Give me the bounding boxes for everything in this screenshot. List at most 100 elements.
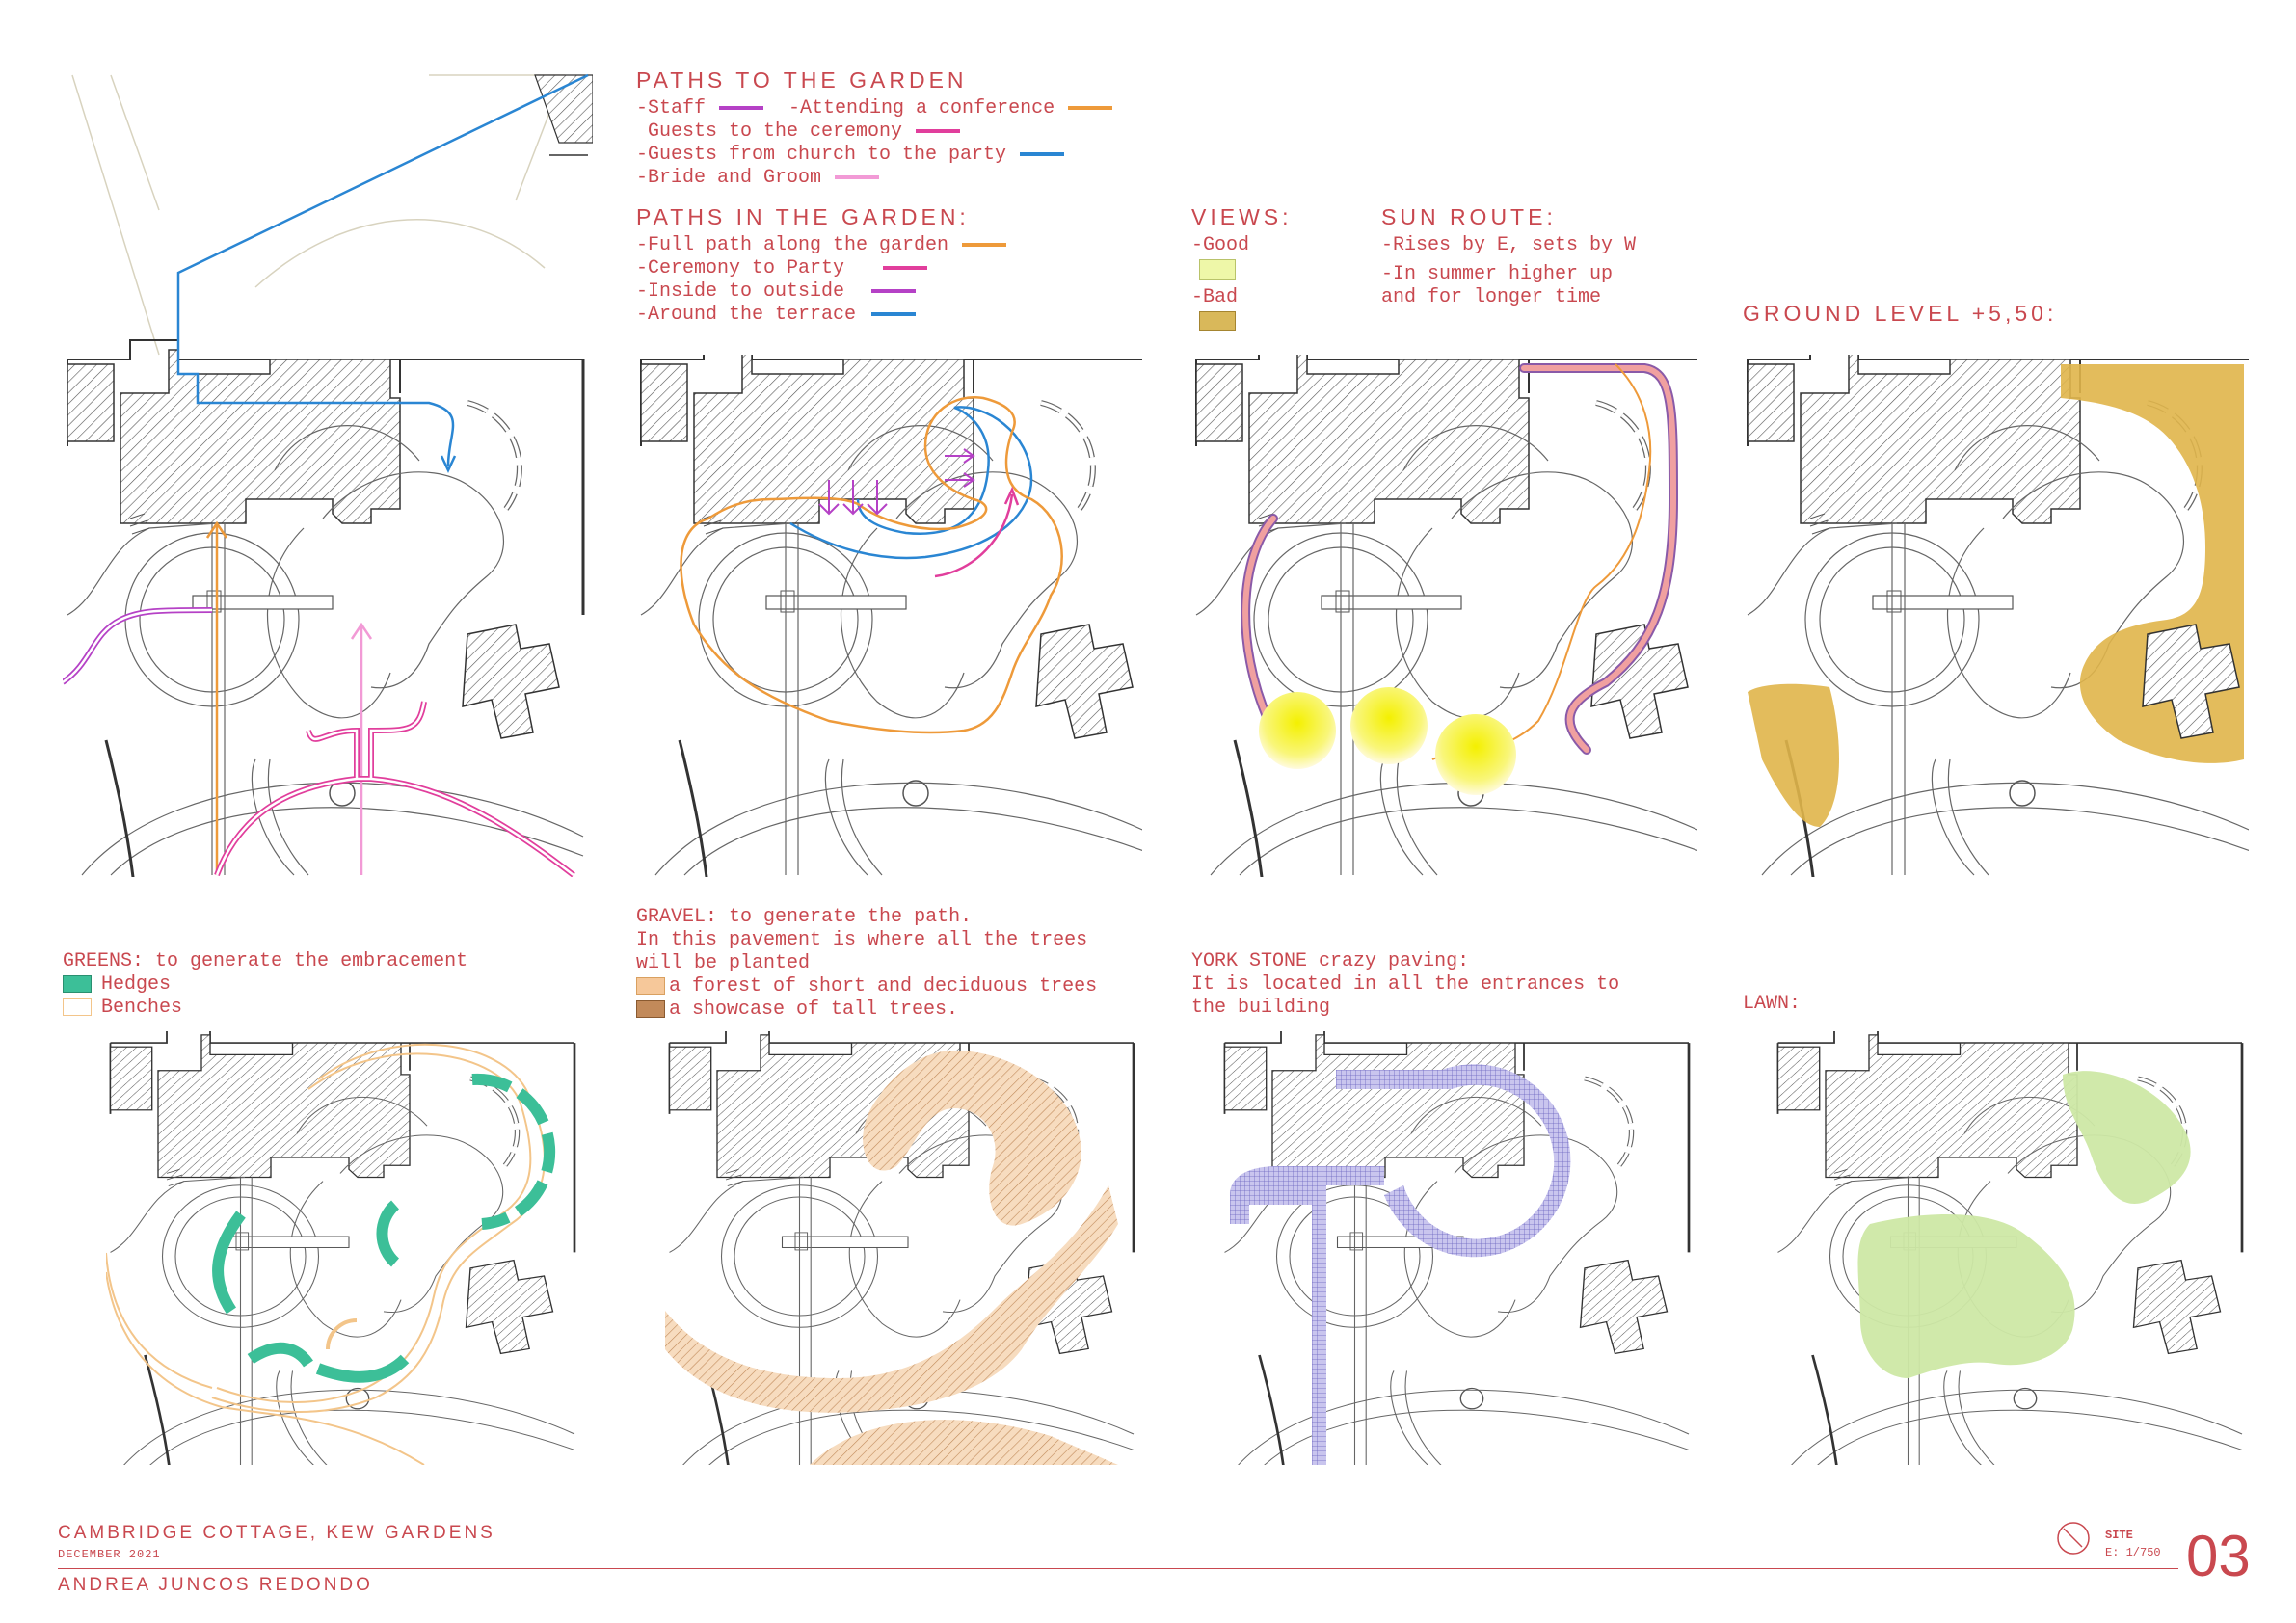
legend-greens: GREENS: to generate the embracement Hedg… — [63, 950, 467, 1020]
footer-project: CAMBRIDGE COTTAGE, KEW GARDENS — [58, 1523, 495, 1543]
legend-views: VIEWS: -Good -Bad — [1191, 204, 1293, 331]
legend-label-benches: Benches — [101, 997, 183, 1019]
plan-views-svg — [1191, 355, 1697, 877]
swatch-terrace — [871, 311, 917, 316]
legend-gravel-title: GRAVEL: — [636, 906, 718, 928]
legend-paths-in-title: PATHS IN THE GARDEN: — [636, 204, 970, 229]
swatch-inside-outside — [871, 288, 917, 293]
legend-item-inside-outside: -Inside to outside — [636, 280, 1006, 304]
gravel-forest — [863, 1051, 1081, 1226]
plan-greens — [106, 1031, 578, 1465]
plan-gravel — [665, 1031, 1137, 1465]
lawn-north — [2063, 1071, 2191, 1204]
legend-item-full-path: -Full path along the garden — [636, 234, 1007, 257]
legend-york-title: YORK STONE — [1191, 950, 1308, 972]
hedge-west — [212, 1211, 246, 1315]
sun-east — [1435, 714, 1516, 795]
swatch-bride — [835, 174, 880, 179]
legend-sun-route: SUN ROUTE: -Rises by E, sets by W -In su… — [1381, 204, 1636, 309]
legend-ground-title: GROUND LEVEL +5,50: — [1743, 301, 2058, 326]
legend-label-ceremony-party: -Ceremony to Party — [636, 257, 845, 279]
plan-lawn-svg — [1774, 1031, 2246, 1465]
bench — [326, 1318, 358, 1350]
swatch-gravel-short — [636, 976, 665, 995]
plan-paths-in-garden — [636, 355, 1142, 877]
legend-paths-in-garden: PATHS IN THE GARDEN: -Full path along th… — [636, 204, 1007, 327]
plan-paths-to-svg — [63, 73, 593, 877]
legend-york-line3: the building — [1191, 997, 1331, 1019]
plan-greens-svg — [106, 1031, 578, 1465]
plan-gravel-svg — [665, 1031, 1137, 1465]
legend-sun-line3: and for longer time — [1381, 286, 1602, 308]
footer-site-label: SITE — [2105, 1529, 2133, 1542]
hedge-south — [247, 1342, 410, 1383]
swatch-gravel-tall — [636, 999, 665, 1018]
footer-scale: E: 1/750 — [2105, 1546, 2161, 1559]
legend-item-terrace: -Around the terrace — [636, 304, 1006, 327]
legend-gravel-line3: will be planted — [636, 952, 811, 974]
legend-gravel: GRAVEL: to generate the path. In this pa… — [636, 906, 1097, 1022]
swatch-good — [1199, 259, 1236, 280]
legend-label-full-path: -Full path along the garden — [636, 234, 949, 256]
plan-paths-in-svg — [636, 355, 1142, 877]
legend-lawn-title: LAWN: — [1743, 993, 1802, 1015]
gravel-showcase — [665, 1185, 1118, 1413]
hedge-center — [376, 1200, 400, 1267]
legend-views-bad: -Bad — [1191, 286, 1239, 308]
legend-label-staff: -Staff — [636, 97, 707, 120]
legend-sun-line1: -Rises by E, sets by W — [1381, 234, 1637, 256]
footer-divider — [58, 1568, 2178, 1569]
plan-york-stone — [1220, 1031, 1693, 1465]
legend-york-line2: It is located in all the entrances to — [1191, 973, 1620, 996]
legend-sun-line2: -In summer higher up — [1381, 263, 1614, 285]
york-north — [1307, 1041, 1452, 1089]
legend-item-ceremony-party: -Ceremony to Party — [636, 257, 1006, 280]
swatch-conference — [1068, 105, 1113, 110]
plan-york-svg — [1220, 1031, 1693, 1465]
plan-views-sun — [1191, 355, 1697, 877]
legend-gravel-subtitle: to generate the path. — [729, 906, 973, 928]
legend-york-subtitle: crazy paving: — [1319, 950, 1470, 972]
plan-ground-level — [1743, 355, 2249, 877]
legend-gravel-item2: a showcase of tall trees. — [669, 998, 959, 1021]
swatch-staff — [719, 105, 764, 110]
legend-label-conference: -Attending a conference — [788, 97, 1055, 120]
sun-middle — [1350, 687, 1428, 764]
lawn-south — [1857, 1214, 2075, 1378]
swatch-benches — [63, 998, 92, 1016]
legend-label-bride: -Bride and Groom — [636, 167, 822, 189]
swatch-ceremony — [916, 128, 961, 133]
legend-item-staff: -Staff -Attending a conference — [636, 97, 1113, 120]
legend-paths-to-garden: PATHS TO THE GARDEN -Staff -Attending a … — [636, 67, 1113, 190]
swatch-hedges — [63, 974, 92, 993]
gravel-south — [810, 1420, 1118, 1465]
swatch-church — [1020, 151, 1065, 156]
ground-area-west — [1748, 683, 1839, 827]
plan-paths-to-garden — [63, 66, 593, 877]
legend-label-terrace: -Around the terrace — [636, 304, 857, 326]
plan-lawn — [1774, 1031, 2246, 1465]
footer-author: ANDREA JUNCOS REDONDO — [58, 1575, 373, 1595]
north-compass-icon — [2057, 1522, 2090, 1555]
legend-greens-title: GREENS: — [63, 950, 145, 972]
legend-greens-subtitle: to generate the embracement — [155, 950, 468, 972]
legend-label-church: -Guests from church to the party — [636, 144, 1007, 166]
legend-gravel-item1: a forest of short and deciduous trees — [669, 975, 1098, 998]
legend-gravel-line2: In this pavement is where all the trees — [636, 929, 1088, 951]
legend-item-ceremony: Guests to the ceremony — [636, 120, 1112, 144]
plan-ground-svg — [1743, 355, 2249, 877]
legend-sun-title: SUN ROUTE: — [1381, 204, 1557, 229]
legend-item-bride: -Bride and Groom — [636, 167, 1112, 190]
hedge-east — [471, 1073, 556, 1230]
legend-york-stone: YORK STONE crazy paving: It is located i… — [1191, 950, 1619, 1020]
york-west — [1230, 1166, 1384, 1465]
legend-item-church: -Guests from church to the party — [636, 144, 1112, 167]
footer-date: DECEMBER 2021 — [58, 1548, 161, 1561]
legend-label-ceremony: Guests to the ceremony — [648, 120, 903, 143]
legend-label-hedges: Hedges — [101, 973, 172, 996]
sheet-number: 03 — [2186, 1524, 2251, 1588]
legend-label-inside-outside: -Inside to outside — [636, 280, 845, 303]
swatch-full-path — [962, 242, 1007, 247]
swatch-bad — [1199, 311, 1236, 331]
sun-west — [1259, 692, 1336, 769]
